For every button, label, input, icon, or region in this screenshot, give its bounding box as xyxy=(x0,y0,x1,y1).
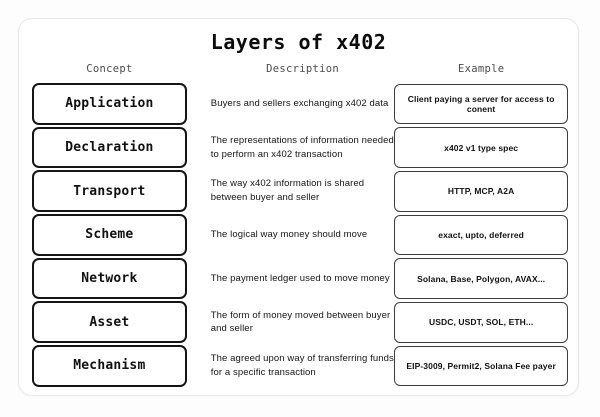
description-text: The payment ledger used to move money xyxy=(210,272,390,284)
layer-row-asset: Asset The form of money moved between bu… xyxy=(19,300,578,344)
example-box: USDC, USDT, SOL, ETH... xyxy=(394,301,568,343)
concept-box: Application xyxy=(32,83,187,125)
example-box: Solana, Base, Polygon, AVAX... xyxy=(394,258,568,299)
concept-box: Declaration xyxy=(32,126,187,169)
layer-row-declaration: Declaration The representations of infor… xyxy=(19,126,578,170)
example-box: HTTP, MCP, A2A xyxy=(394,170,568,212)
description-text: The representations of information neede… xyxy=(210,134,394,160)
layer-row-scheme: Scheme The logical way money should move… xyxy=(19,213,578,257)
concept-box: Scheme xyxy=(32,214,187,256)
layer-row-network: Network The payment ledger used to move … xyxy=(19,257,578,301)
description-text: The way x402 information is shared betwe… xyxy=(210,178,365,204)
description-text: The logical way money should move xyxy=(210,229,368,241)
layer-row-mechanism: Mechanism The agreed upon way of transfe… xyxy=(19,344,578,388)
concept-box: Asset xyxy=(32,301,187,344)
example-box: Client paying a server for access to con… xyxy=(394,83,568,125)
example-box: x402 v1 type spec xyxy=(394,127,568,168)
layer-rows: Application Buyers and sellers exchangin… xyxy=(19,82,578,388)
column-header-concept: Concept xyxy=(86,63,133,75)
column-header-description: Description xyxy=(266,63,339,75)
layer-row-application: Application Buyers and sellers exchangin… xyxy=(19,82,578,126)
example-box: EIP-3009, Permit2, Solana Fee payer xyxy=(394,345,568,387)
layers-card: Layers of x402 Concept Description Examp… xyxy=(18,18,579,396)
column-headers: Concept Description Example xyxy=(19,63,578,75)
concept-box: Mechanism xyxy=(32,345,187,387)
description-text: The form of money moved between buyer an… xyxy=(210,309,391,335)
column-header-example: Example xyxy=(458,63,505,75)
description-text: Buyers and sellers exchanging x402 data xyxy=(210,97,389,109)
layer-row-transport: Transport The way x402 information is sh… xyxy=(19,169,578,213)
concept-box: Transport xyxy=(32,170,187,213)
example-box: exact, upto, deferred xyxy=(394,214,568,256)
page-title: Layers of x402 xyxy=(210,30,387,54)
description-text: The agreed upon way of transferring fund… xyxy=(210,353,394,378)
concept-box: Network xyxy=(32,257,187,300)
